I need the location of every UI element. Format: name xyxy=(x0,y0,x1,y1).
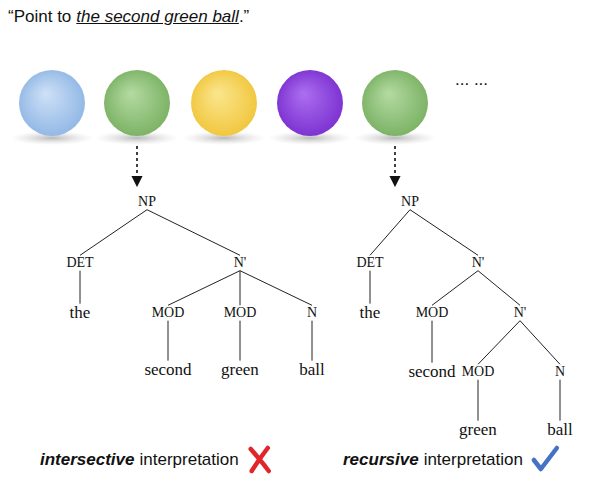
text-label: .” xyxy=(239,7,249,27)
tree-branch xyxy=(432,321,433,363)
tree-branch xyxy=(240,271,312,306)
cross-stroke xyxy=(251,448,269,471)
word-node: the xyxy=(360,304,381,323)
node-text: green xyxy=(459,420,497,439)
node-text: DET xyxy=(66,255,93,270)
category-node: N xyxy=(555,364,565,379)
category-node: N' xyxy=(234,255,247,270)
text-label: intersective xyxy=(40,450,135,470)
node-text: N xyxy=(307,305,317,320)
word-node: green xyxy=(221,361,259,380)
text-label: ... ... xyxy=(455,70,488,90)
node-text: ball xyxy=(299,360,325,379)
cross-mark xyxy=(251,448,269,471)
node-text: N' xyxy=(514,305,527,320)
label-group: ... ... xyxy=(455,70,488,90)
tree-branch xyxy=(80,210,147,256)
text-label: interpretation xyxy=(140,450,239,470)
tree-branch xyxy=(370,271,371,304)
balls xyxy=(19,70,428,136)
tree-branch xyxy=(478,321,520,365)
node-text: N' xyxy=(472,255,485,270)
node-text: ball xyxy=(547,420,573,439)
category-node: MOD xyxy=(462,364,495,379)
node-text: the xyxy=(360,303,381,322)
category-node: MOD xyxy=(224,305,257,320)
label-group: intersectiveinterpretation xyxy=(40,450,239,470)
category-node: N xyxy=(307,305,317,320)
tree-branch xyxy=(432,271,478,306)
green-ball xyxy=(104,70,170,136)
node-text: green xyxy=(221,360,259,379)
node-text: MOD xyxy=(416,305,449,320)
node-text: N' xyxy=(234,255,247,270)
node-text: MOD xyxy=(462,364,495,379)
tree-branch xyxy=(147,210,240,256)
word-node: second xyxy=(144,361,191,380)
tree-branch xyxy=(240,271,241,306)
category-node: NP xyxy=(401,194,419,209)
pointer-arrow xyxy=(394,146,396,186)
tree-branch xyxy=(370,210,410,256)
text-label: “Point to xyxy=(8,7,71,27)
tree-branch xyxy=(410,210,478,256)
label-group: “Point tothe second green ball.” xyxy=(8,7,249,27)
node-text: MOD xyxy=(224,305,257,320)
purple-ball xyxy=(277,70,343,136)
word-node: the xyxy=(70,304,91,323)
text-label: the second green ball xyxy=(76,7,239,27)
node-text: second xyxy=(408,362,455,381)
text-label: recursive xyxy=(343,450,419,470)
tree-branch xyxy=(478,380,479,421)
category-node: N' xyxy=(472,255,485,270)
node-text: NP xyxy=(138,194,156,209)
word-node: second xyxy=(408,363,455,382)
category-node: DET xyxy=(356,255,383,270)
node-text: N xyxy=(555,364,565,379)
check-mark xyxy=(534,448,557,469)
tree-branch xyxy=(80,271,81,304)
tree-branch xyxy=(478,271,520,306)
tree-branch xyxy=(312,321,313,361)
tree-branch xyxy=(168,321,169,361)
node-text: the xyxy=(70,303,91,322)
tree-branch xyxy=(520,321,560,365)
category-node: N' xyxy=(514,305,527,320)
category-node: MOD xyxy=(152,305,185,320)
node-text: NP xyxy=(401,194,419,209)
label-group: recursiveinterpretation xyxy=(343,450,523,470)
word-node: green xyxy=(459,421,497,440)
blue-ball xyxy=(19,70,85,136)
category-node: NP xyxy=(138,194,156,209)
green-ball xyxy=(362,70,428,136)
category-node: DET xyxy=(66,255,93,270)
tree-branch xyxy=(560,380,561,421)
node-text: second xyxy=(144,360,191,379)
tree-branch xyxy=(240,321,241,361)
word-node: ball xyxy=(299,361,325,380)
category-node: MOD xyxy=(416,305,449,320)
node-text: DET xyxy=(356,255,383,270)
text-label: interpretation xyxy=(424,450,523,470)
word-node: ball xyxy=(547,421,573,440)
check-stroke xyxy=(534,448,557,469)
node-text: MOD xyxy=(152,305,185,320)
tree-branch xyxy=(168,271,240,306)
yellow-ball xyxy=(191,70,257,136)
pointer-arrow xyxy=(136,146,138,186)
